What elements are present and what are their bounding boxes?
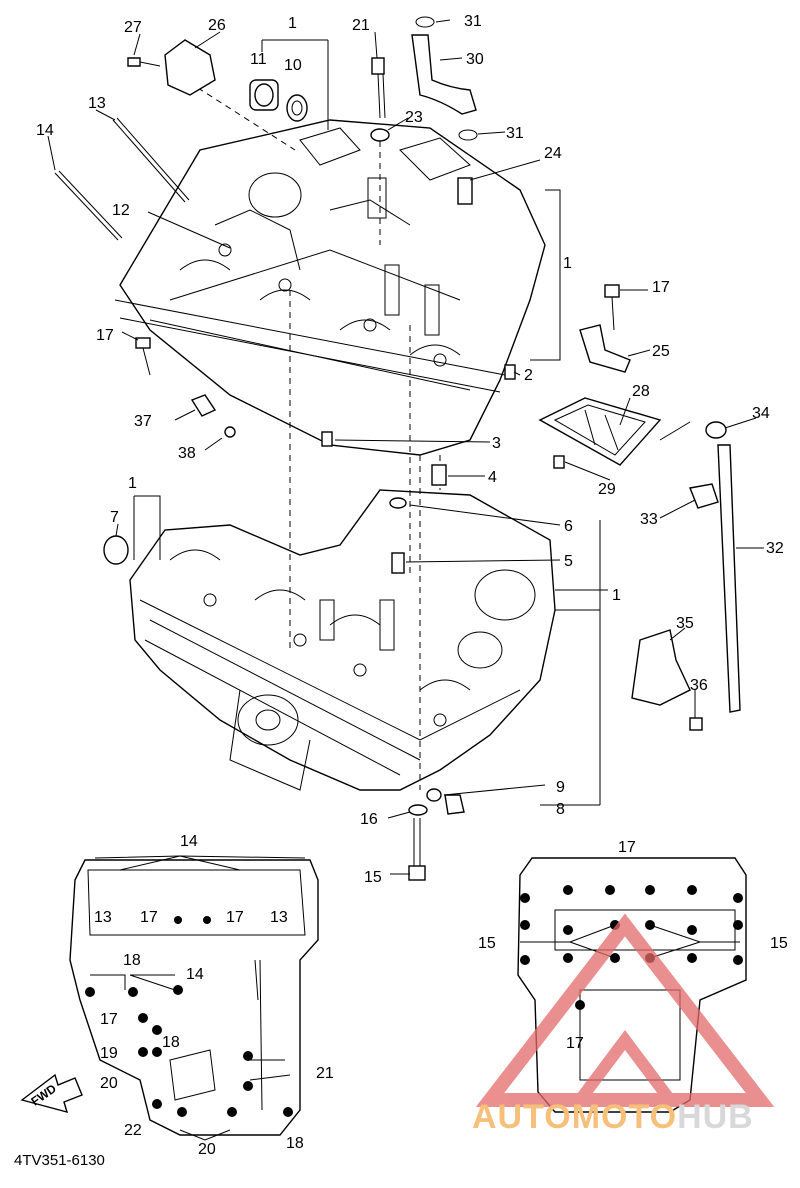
callout-35: 35: [676, 615, 694, 632]
callout-7: 7: [110, 509, 119, 526]
callout-3: 3: [492, 435, 501, 452]
callout-labels: 1 1 1 1 2 3 4 5 6 7 8 9 10 11 12 13 14 1…: [36, 13, 784, 886]
callout-36: 36: [690, 677, 708, 694]
callout-14: 14: [36, 122, 54, 139]
cable-holder: [631, 629, 691, 706]
callout-1: 1: [128, 475, 137, 492]
inset-callout-13: 13: [94, 909, 112, 926]
watermark-part2: HUB: [677, 1098, 754, 1136]
upper-crankcase: [114, 119, 546, 456]
callout-30: 30: [466, 51, 484, 68]
callout-17: 17: [96, 327, 114, 344]
lower-crankcase: [129, 489, 556, 791]
callout-5: 5: [564, 553, 573, 570]
callout-13: 13: [88, 95, 106, 112]
callout-37: 37: [134, 413, 152, 430]
callout-1: 1: [563, 255, 572, 272]
watermark-logo: [475, 913, 775, 1107]
diagram-code: 4TV351-6130: [14, 1152, 105, 1169]
inset-callout-18: 18: [286, 1135, 304, 1152]
callout-28: 28: [632, 383, 650, 400]
callout-27: 27: [124, 19, 142, 36]
oil-seal: [286, 94, 308, 122]
inset-callout-19: 19: [100, 1045, 118, 1062]
callout-23: 23: [405, 109, 423, 126]
inset-callout-18: 18: [162, 1034, 180, 1051]
inset-callout-17: 17: [226, 909, 244, 926]
callout-29: 29: [598, 481, 616, 498]
callout-26: 26: [208, 17, 226, 34]
inset-callout-17: 17: [618, 839, 636, 856]
leader-lines: [47, 19, 764, 875]
callout-38: 38: [178, 445, 196, 462]
callout-24: 24: [544, 145, 562, 162]
inset-callout-15: 15: [478, 935, 496, 952]
forward-arrow-icon: [20, 1073, 83, 1113]
callout-34: 34: [752, 405, 770, 422]
callout-25: 25: [652, 343, 670, 360]
inset-callout-17: 17: [566, 1035, 584, 1052]
inset-left-tightening-diagram: [69, 855, 319, 1141]
inset-callout-13: 13: [270, 909, 288, 926]
callout-21: 21: [352, 17, 370, 34]
callout-8: 8: [556, 801, 565, 818]
callout-2: 2: [524, 367, 533, 384]
callout-31: 31: [464, 13, 482, 30]
callout-1: 1: [612, 587, 621, 604]
small-parts: [54, 16, 741, 881]
callout-31: 31: [506, 125, 524, 142]
inset-callout-14: 14: [186, 966, 204, 983]
cover-plate: [164, 39, 216, 96]
inset-callout-17: 17: [100, 1011, 118, 1028]
inset-callout-17: 17: [140, 909, 158, 926]
callout-33: 33: [640, 511, 658, 528]
inset-callout-15: 15: [770, 935, 788, 952]
inset-left-labels: 14 13 17 17 13 18 14 17 18 19 20 21 22 2…: [94, 833, 334, 1158]
callout-6: 6: [564, 518, 573, 535]
inset-right-labels: 17 15 15 17: [478, 839, 788, 1052]
watermark-text: AUTOMOTOHUB: [472, 1098, 754, 1137]
callout-17: 17: [652, 279, 670, 296]
inset-callout-21: 21: [316, 1065, 334, 1082]
callout-10: 10: [284, 57, 302, 74]
inset-callout-20: 20: [100, 1075, 118, 1092]
callout-9: 9: [556, 779, 565, 796]
callout-4: 4: [488, 469, 497, 486]
callout-12: 12: [112, 202, 130, 219]
callout-15: 15: [364, 869, 382, 886]
callout-32: 32: [766, 540, 784, 557]
callout-16: 16: [360, 811, 378, 828]
breather-hose: [411, 34, 477, 115]
breather-plate: [538, 397, 662, 466]
inset-callout-20: 20: [198, 1141, 216, 1158]
callout-1: 1: [288, 15, 297, 32]
inset-callout-18: 18: [123, 952, 141, 969]
inset-callout-22: 22: [124, 1122, 142, 1139]
inset-callout-14: 14: [180, 833, 198, 850]
watermark-part1: AUTOMOTO: [472, 1098, 678, 1136]
callout-11: 11: [250, 51, 267, 68]
bracket: [579, 324, 631, 373]
inset-right-tightening-diagram: [517, 857, 747, 1113]
drain-hose: [717, 444, 741, 713]
